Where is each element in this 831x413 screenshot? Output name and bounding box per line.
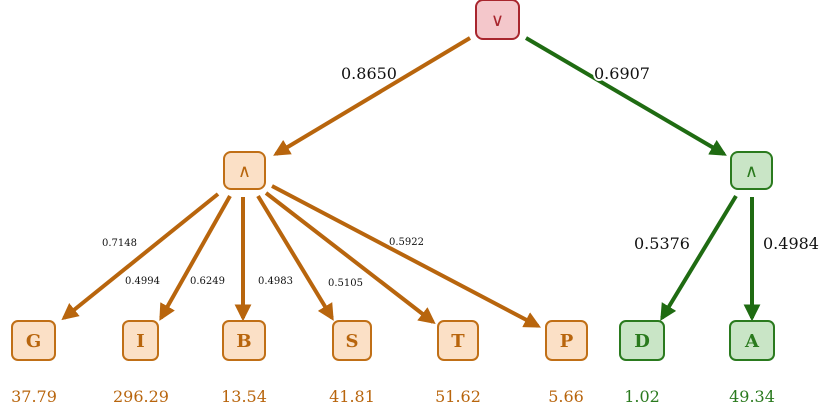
edge-label-right-d: 0.5376 <box>634 234 690 253</box>
edge-label-left-b: 0.6249 <box>190 276 225 287</box>
leaf-value-s: 41.81 <box>329 387 375 406</box>
leaf-label-b: B <box>236 331 251 352</box>
leaf-node-d: D <box>619 320 665 361</box>
leaf-value-p: 5.66 <box>548 387 584 406</box>
edge-labels: 0.8650 0.6907 0.7148 0.4994 0.6249 0.498… <box>101 62 821 291</box>
edge-label-right-a: 0.4984 <box>763 234 819 253</box>
edge-and-right-to-d <box>660 194 738 321</box>
leaf-node-t: T <box>437 320 479 361</box>
leaf-label-a: A <box>744 331 760 352</box>
leaf-label-p: P <box>560 331 574 352</box>
edge-label-left-g: 0.7148 <box>102 238 137 249</box>
edge-label-left-t: 0.5105 <box>328 278 363 289</box>
edge-root-to-and-right <box>524 36 727 156</box>
edge-root-to-and-left <box>273 36 472 156</box>
edge-label-root-right: 0.6907 <box>594 64 650 83</box>
edge-label-left-p: 0.5922 <box>389 237 424 248</box>
leaf-value-a: 49.34 <box>729 387 775 406</box>
edges <box>61 36 761 328</box>
edge-label-root-left: 0.8650 <box>341 64 397 83</box>
edge-and-left-to-t <box>264 191 436 325</box>
leaf-value-b: 13.54 <box>221 387 267 406</box>
or-symbol-icon: ∨ <box>491 10 504 31</box>
leaf-value-t: 51.62 <box>435 387 481 406</box>
leaf-node-s: S <box>332 320 372 361</box>
and-node-right: ∧ <box>730 151 773 190</box>
leaf-value-i: 296.29 <box>113 387 169 406</box>
edge-and-left-to-p <box>271 184 541 328</box>
leaf-node-p: P <box>545 320 588 361</box>
and-symbol-icon: ∧ <box>238 161 251 182</box>
leaf-node-a: A <box>729 320 775 361</box>
edge-label-left-s: 0.4983 <box>258 276 293 287</box>
edge-label-left-i: 0.4994 <box>125 276 160 287</box>
root-or-node: ∨ <box>475 0 520 40</box>
leaf-value-g: 37.79 <box>11 387 57 406</box>
leaf-label-t: T <box>451 331 465 352</box>
leaf-values: 37.79 296.29 13.54 41.81 51.62 5.66 1.02… <box>11 387 775 406</box>
leaf-value-d: 1.02 <box>624 387 660 406</box>
edge-and-left-to-i <box>159 195 232 321</box>
leaf-node-b: B <box>222 320 266 361</box>
leaf-node-g: G <box>11 320 56 361</box>
and-node-left: ∧ <box>223 151 266 190</box>
edge-and-left-to-g <box>61 192 220 321</box>
leaf-label-i: I <box>136 331 144 352</box>
leaf-label-g: G <box>26 331 41 352</box>
leaf-label-s: S <box>346 331 359 352</box>
leaf-label-d: D <box>634 331 650 352</box>
leaf-node-i: I <box>122 320 159 361</box>
edge-and-left-to-s <box>256 194 334 321</box>
and-symbol-icon: ∧ <box>745 161 758 182</box>
